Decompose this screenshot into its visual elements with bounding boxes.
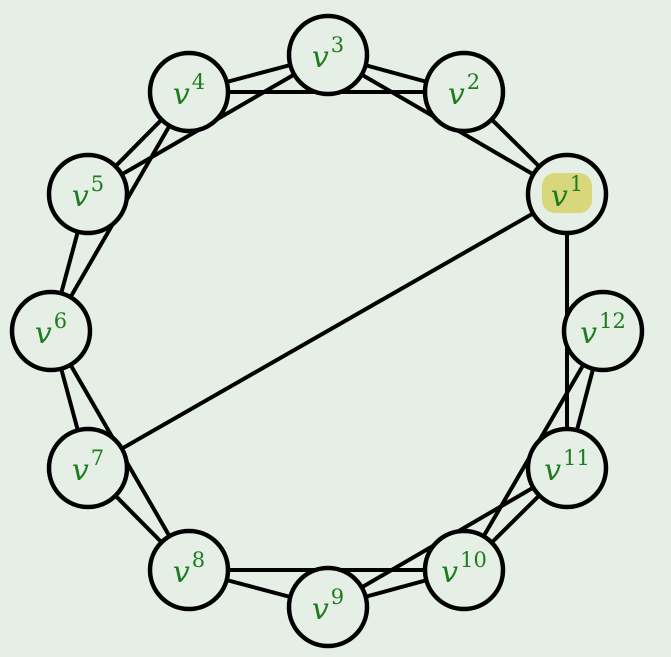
node-label-base: v [173, 77, 190, 112]
node-highlight-v1 [542, 173, 592, 213]
node-circle-v3 [286, 13, 370, 97]
node-label-v12: v12 [580, 309, 626, 351]
node-label-sup: 9 [331, 585, 344, 609]
node-label-base: v [35, 316, 52, 351]
node-label-v8: v8 [173, 548, 205, 590]
edge-v1-v7 [87, 192, 568, 470]
node-label-v11: v11 [544, 446, 590, 488]
node-circle-v10 [422, 528, 506, 612]
node-label-v1: v1 [551, 172, 583, 214]
node-label-sup: 7 [91, 446, 104, 470]
node-v2[interactable]: v2 [422, 50, 506, 134]
node-circle-v8 [147, 528, 231, 612]
node-v5[interactable]: v5 [46, 152, 130, 236]
node-v1[interactable]: v1 [525, 152, 609, 236]
node-v6[interactable]: v6 [9, 289, 93, 373]
node-label-v4: v4 [173, 70, 205, 112]
node-circle-v5 [46, 152, 130, 236]
node-v10[interactable]: v10 [422, 528, 506, 612]
node-label-sup: 8 [192, 548, 205, 572]
node-label-v6: v6 [35, 309, 67, 351]
node-label-sup: 1 [570, 172, 583, 196]
node-circle-v2 [422, 50, 506, 134]
node-label-sup: 12 [599, 309, 626, 333]
node-circle-v12 [561, 289, 645, 373]
node-label-sup: 11 [563, 446, 590, 470]
node-label-base: v [312, 592, 329, 627]
node-v9[interactable]: v9 [286, 565, 370, 649]
node-label-v10: v10 [441, 548, 487, 590]
node-v7[interactable]: v7 [46, 426, 130, 510]
node-circle-v6 [9, 289, 93, 373]
node-label-base: v [312, 40, 329, 75]
node-label-base: v [72, 453, 89, 488]
node-label-v7: v7 [72, 446, 104, 488]
node-label-v2: v2 [448, 70, 480, 112]
node-label-base: v [551, 179, 568, 214]
node-label-sup: 6 [54, 309, 67, 333]
node-v8[interactable]: v8 [147, 528, 231, 612]
node-label-base: v [173, 555, 190, 590]
node-label-v5: v5 [72, 172, 104, 214]
node-label-base: v [448, 77, 465, 112]
node-circle-v4 [147, 50, 231, 134]
node-label-base: v [544, 453, 561, 488]
node-circle-v7 [46, 426, 130, 510]
node-label-base: v [580, 316, 597, 351]
node-v3[interactable]: v3 [286, 13, 370, 97]
node-label-base: v [441, 555, 458, 590]
node-v4[interactable]: v4 [147, 50, 231, 134]
node-circle-v11 [525, 426, 609, 510]
node-label-sup: 5 [91, 172, 104, 196]
node-label-sup: 4 [192, 70, 205, 94]
node-label-sup: 3 [331, 33, 344, 57]
node-circle-v9 [286, 565, 370, 649]
node-label-sup: 2 [467, 70, 480, 94]
node-v12[interactable]: v12 [561, 289, 645, 373]
node-label-base: v [72, 179, 89, 214]
node-label-sup: 10 [460, 548, 487, 572]
edges-layer [49, 53, 605, 609]
node-label-v3: v3 [312, 33, 344, 75]
node-v11[interactable]: v11 [525, 426, 609, 510]
node-label-v9: v9 [312, 585, 344, 627]
